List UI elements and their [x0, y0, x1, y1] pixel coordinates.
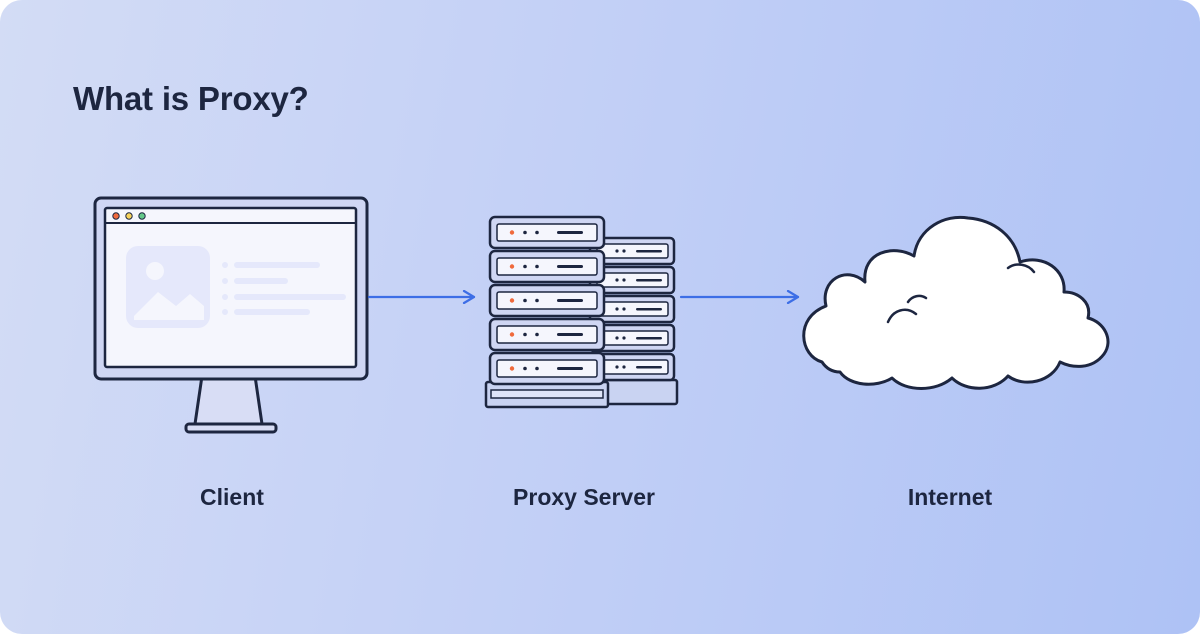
node-label-proxy-server: Proxy Server — [513, 484, 655, 510]
node-label-client: Client — [200, 484, 264, 510]
server-rack-icon — [484, 215, 679, 409]
server-rack-back — [586, 236, 679, 406]
monitor-icon — [93, 196, 369, 434]
diagram-title: What is Proxy? — [73, 80, 309, 117]
node-label-internet: Internet — [907, 484, 993, 510]
server-rack-front — [484, 215, 610, 409]
cloud-icon — [802, 215, 1110, 390]
